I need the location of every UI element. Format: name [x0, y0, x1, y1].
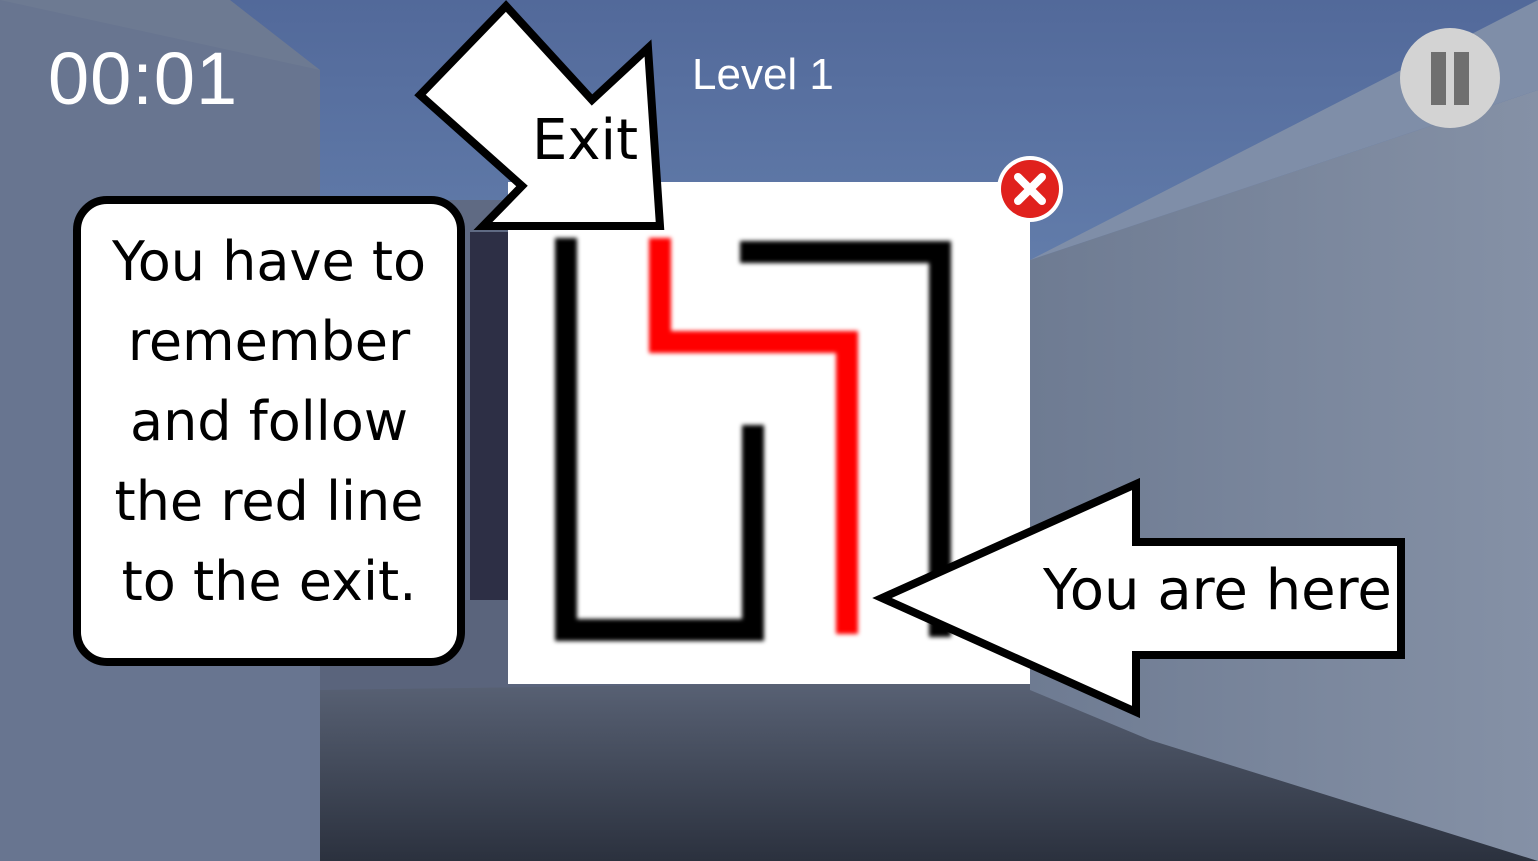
close-icon [997, 156, 1063, 222]
position-label: You are here [1043, 558, 1392, 623]
solution-path [649, 238, 858, 634]
maze-wall-left [555, 238, 764, 641]
instruction-text: You have to remember and follow the red … [111, 230, 427, 613]
pause-button[interactable] [1400, 28, 1500, 128]
maze-map [555, 238, 951, 641]
level-label: Level 1 [692, 50, 834, 99]
right-wall [1030, 90, 1538, 861]
floor [320, 680, 1538, 861]
timer: 00:01 [48, 37, 239, 120]
dark-wall-strip [470, 232, 515, 612]
exit-label: Exit [532, 108, 639, 173]
instruction-callout: You have to remember and follow the red … [73, 196, 465, 666]
maze-wall-right [740, 241, 951, 637]
close-button[interactable] [995, 154, 1065, 224]
